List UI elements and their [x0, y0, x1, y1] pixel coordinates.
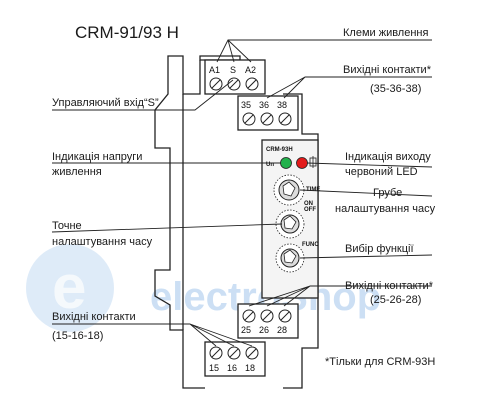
terminal-s: S: [230, 65, 236, 75]
diagram-title: CRM-91/93 H: [75, 23, 179, 42]
label-control-input: Управляючий вхід“S”: [52, 97, 159, 109]
terminal-16: 16: [227, 363, 237, 373]
terminal-36: 36: [259, 100, 269, 110]
leader-output-mid: [248, 285, 432, 307]
label-output-contacts-top-nums: (35-36-38): [370, 83, 421, 95]
left-profile: [154, 55, 205, 389]
label-output-contacts-bottom-1: Вихідні контакти: [52, 311, 136, 323]
terminal-18: 18: [245, 363, 255, 373]
terminal-26: 26: [259, 325, 269, 335]
label-coarse-time-1: Грубе: [373, 187, 402, 199]
screw-icon: [227, 346, 241, 360]
label-output-indication-1: Індикація виходу: [345, 151, 431, 163]
label-output-contacts-bottom-2: (15-16-18): [52, 330, 103, 342]
terminal-25: 25: [241, 325, 251, 335]
screw-icon: [242, 112, 256, 126]
led-green-icon: [280, 157, 292, 169]
leader-coarse-time: [299, 189, 433, 197]
leader-fine-time: [51, 223, 283, 233]
terminal-block-25-28: 25 26 28: [237, 303, 299, 339]
label-fine-time-1: Точне: [52, 220, 82, 232]
terminal-block-35-38: 35 36 38: [237, 95, 299, 131]
terminal-block-power: A1 S A2: [204, 59, 266, 95]
terminal-15: 15: [209, 363, 219, 373]
label-voltage-indication-1: Індикація напруги: [52, 151, 142, 163]
screw-icon: [278, 309, 292, 323]
screw-icon: [209, 77, 223, 91]
label-coarse-time-2: налаштування часу: [335, 203, 436, 215]
relay-symbol-icon: [309, 156, 317, 168]
label-output-contacts-top: Вихідні контакти*: [343, 64, 432, 76]
terminal-a2: A2: [245, 65, 256, 75]
watermark-logo-circle: [26, 244, 114, 332]
led-red-icon: [296, 157, 308, 169]
time-label: TIME: [306, 187, 320, 193]
front-panel: CRM-93H Un TIME ON OFF FUNC: [261, 139, 320, 299]
off-label: OFF: [304, 207, 316, 213]
label-footnote: *Тільки для CRM-93H: [325, 356, 435, 368]
leader-power: [216, 39, 432, 63]
label-fine-time-2: налаштування часу: [52, 236, 153, 248]
func-label: FUNC: [302, 242, 319, 248]
label-output-contacts-mid: Вихідні контакти*: [345, 280, 434, 292]
on-label: ON: [304, 201, 313, 207]
label-function-select: Вибір функції: [345, 243, 414, 255]
panel-un-label: Un: [266, 162, 274, 168]
fine-time-knob[interactable]: [275, 209, 305, 239]
label-power-terminals: Клеми живлення: [343, 27, 428, 39]
label-voltage-indication-2: живлення: [52, 166, 102, 178]
screw-icon: [278, 112, 292, 126]
screw-icon: [245, 346, 259, 360]
watermark-logo-letter: e: [52, 253, 86, 322]
screw-icon: [260, 112, 274, 126]
screw-icon: [260, 309, 274, 323]
panel-model: CRM-93H: [266, 147, 293, 153]
label-output-indication-2: червоний LED: [345, 166, 418, 178]
leader-output-led: [306, 162, 433, 168]
terminal-38: 38: [277, 100, 287, 110]
screw-icon: [209, 346, 223, 360]
screw-icon: [227, 77, 241, 91]
leader-function: [299, 254, 433, 259]
label-output-contacts-mid-nums: (25-26-28): [370, 294, 421, 306]
leader-output-bottom: [52, 323, 253, 347]
terminal-a1: A1: [209, 65, 220, 75]
coarse-time-knob[interactable]: [273, 174, 305, 206]
screw-icon: [245, 77, 259, 91]
terminal-block-15-18: 15 16 18: [204, 341, 266, 377]
leader-output-top: [266, 76, 432, 99]
screw-icon: [242, 309, 256, 323]
terminal-28: 28: [277, 325, 287, 335]
terminal-35: 35: [241, 100, 251, 110]
leader-lines: [51, 39, 433, 347]
function-knob[interactable]: [275, 243, 305, 273]
leader-control-input: [52, 79, 234, 111]
